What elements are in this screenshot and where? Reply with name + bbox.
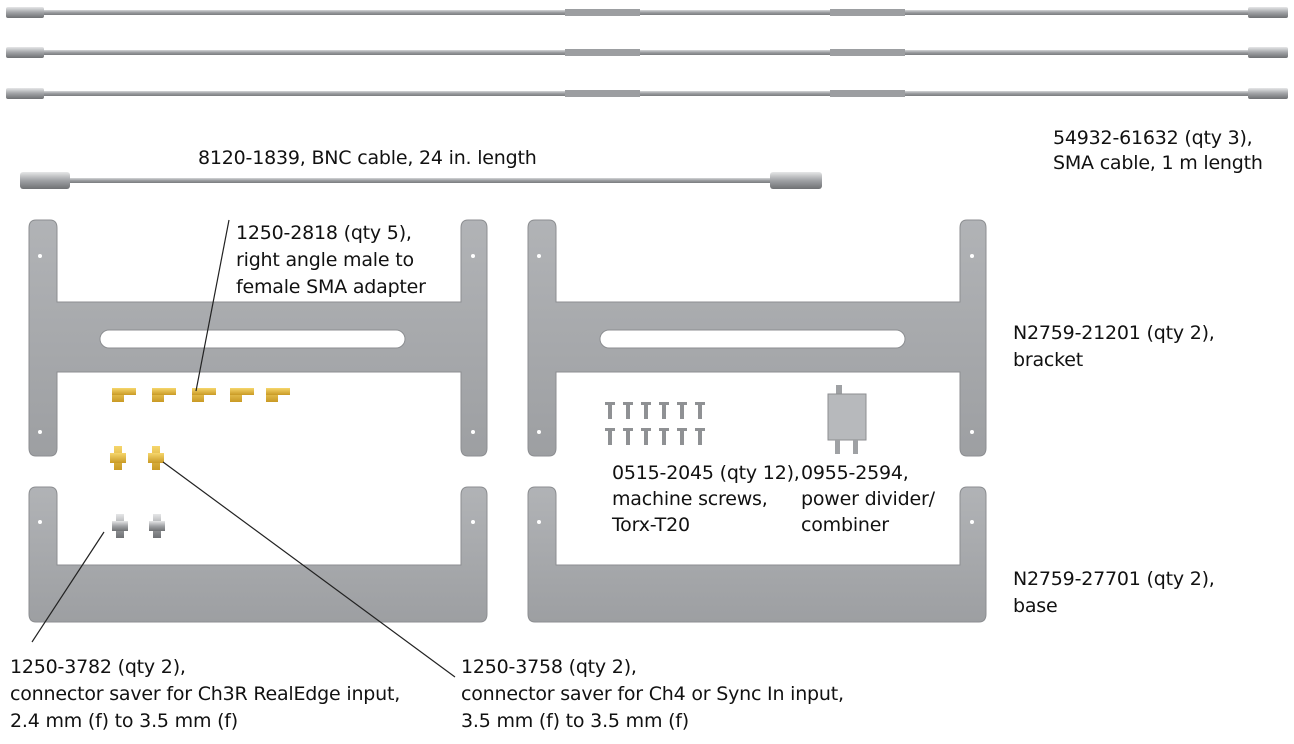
connector-saver-gold-icon bbox=[110, 446, 126, 470]
left-base bbox=[28, 486, 488, 623]
screw-icon bbox=[623, 428, 633, 445]
screw-icon bbox=[695, 402, 705, 419]
right-angle-adapter-icon bbox=[266, 388, 290, 402]
label-line: 2.4 mm (f) to 3.5 mm (f) bbox=[10, 710, 239, 732]
leader-ra-adapter bbox=[195, 219, 230, 392]
label-line: 1250-2818 (qty 5), bbox=[236, 222, 412, 244]
sma-cable-2 bbox=[6, 47, 1288, 58]
label-line: right angle male to bbox=[236, 249, 414, 271]
sma-cable-1 bbox=[6, 7, 1288, 18]
label-line: female SMA adapter bbox=[236, 276, 426, 298]
screw-icon bbox=[677, 428, 687, 445]
machine-screws bbox=[605, 402, 705, 445]
right-angle-adapters bbox=[112, 388, 290, 402]
right-angle-adapter-icon bbox=[230, 388, 254, 402]
right-base bbox=[527, 486, 987, 623]
label-line: 54932-61632 (qty 3), bbox=[1053, 127, 1253, 149]
label-line: connector saver for Ch4 or Sync In input… bbox=[461, 683, 844, 705]
label-line: power divider/ bbox=[801, 488, 935, 510]
right-bracket bbox=[527, 219, 987, 457]
label-line: 0515-2045 (qty 12), bbox=[612, 462, 800, 484]
right-angle-adapter-icon bbox=[152, 388, 176, 402]
label-line: machine screws, bbox=[612, 488, 768, 510]
label-bnc-cable: 8120-1839, BNC cable, 24 in. length bbox=[198, 146, 537, 171]
label-saver-35: 1250-3758 (qty 2), connector saver for C… bbox=[461, 654, 844, 735]
label-base: N2759-27701 (qty 2), base bbox=[1013, 566, 1215, 620]
label-line: 0955-2594, bbox=[801, 462, 909, 484]
silver-connector-savers bbox=[112, 514, 165, 538]
power-divider-icon bbox=[827, 385, 867, 454]
screw-icon bbox=[659, 428, 669, 445]
label-sma-cable: 54932-61632 (qty 3), SMA cable, 1 m leng… bbox=[1053, 126, 1263, 176]
leader-saver-24 bbox=[31, 531, 105, 643]
gold-connector-savers bbox=[110, 446, 164, 470]
label-line: 1250-3758 (qty 2), bbox=[461, 656, 637, 678]
label-saver-24: 1250-3782 (qty 2), connector saver for C… bbox=[10, 654, 400, 735]
leader-saver-35 bbox=[162, 461, 456, 678]
sma-cable-3 bbox=[6, 88, 1288, 99]
label-line: Torx-T20 bbox=[612, 514, 690, 536]
label-line: base bbox=[1013, 595, 1058, 617]
label-line: bracket bbox=[1013, 349, 1084, 371]
screw-icon bbox=[605, 402, 615, 419]
label-line: connector saver for Ch3R RealEdge input, bbox=[10, 683, 401, 705]
leader-lines bbox=[31, 219, 456, 678]
left-bracket bbox=[28, 219, 488, 457]
right-angle-adapter-icon bbox=[112, 388, 136, 402]
screw-icon bbox=[695, 428, 705, 445]
label-screws: 0515-2045 (qty 12), machine screws, Torx… bbox=[612, 460, 800, 538]
label-line: 8120-1839, BNC cable, 24 in. length bbox=[198, 147, 537, 169]
screw-icon bbox=[677, 402, 687, 419]
screw-icon bbox=[641, 428, 651, 445]
label-line: 3.5 mm (f) to 3.5 mm (f) bbox=[461, 710, 690, 732]
label-bracket: N2759-21201 (qty 2), bracket bbox=[1013, 320, 1215, 374]
connector-saver-gold-icon bbox=[148, 446, 164, 470]
connector-saver-silver-icon bbox=[149, 514, 165, 538]
label-divider: 0955-2594, power divider/ combiner bbox=[801, 460, 935, 538]
screw-icon bbox=[641, 402, 651, 419]
label-line: N2759-21201 (qty 2), bbox=[1013, 322, 1215, 344]
label-line: SMA cable, 1 m length bbox=[1053, 152, 1263, 174]
label-line: N2759-27701 (qty 2), bbox=[1013, 568, 1215, 590]
connector-saver-silver-icon bbox=[112, 514, 128, 538]
right-angle-adapter-icon bbox=[192, 388, 216, 402]
label-line: 1250-3782 (qty 2), bbox=[10, 656, 186, 678]
screw-icon bbox=[605, 428, 615, 445]
label-ra-adapter: 1250-2818 (qty 5), right angle male to f… bbox=[236, 220, 426, 301]
screw-icon bbox=[623, 402, 633, 419]
label-line: combiner bbox=[801, 514, 889, 536]
bnc-cable bbox=[20, 172, 822, 189]
screw-icon bbox=[659, 402, 669, 419]
